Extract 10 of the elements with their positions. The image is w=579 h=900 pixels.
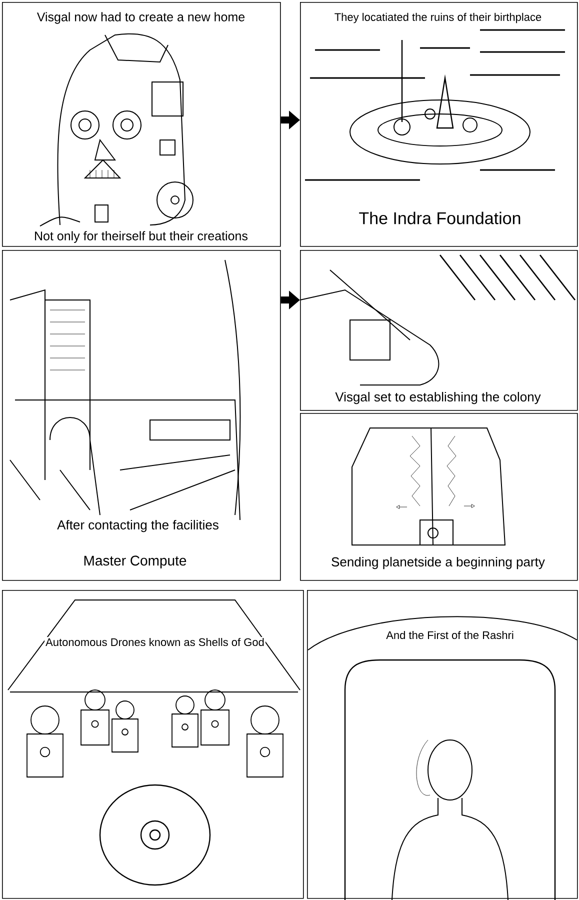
panel-text: After contacting the facilities [56,518,220,534]
panel-text: Visgal now had to create a new home [36,11,246,25]
panel-text: And the First of the Rashri [385,630,515,640]
panel-text: Visgal set to establishing the colony [334,390,542,406]
panel-text: Master Compute [82,554,188,570]
panel-text: Sending planetside a beginning party [330,556,546,570]
panel-text: They locatiated the ruins of their birthplace [333,12,543,24]
panel-text: The Indra Foundation [358,210,522,226]
panel-text: Not only for theirself but their creations [33,230,249,244]
panel-text: Autonomous Drones known as Shells of God [44,636,266,648]
